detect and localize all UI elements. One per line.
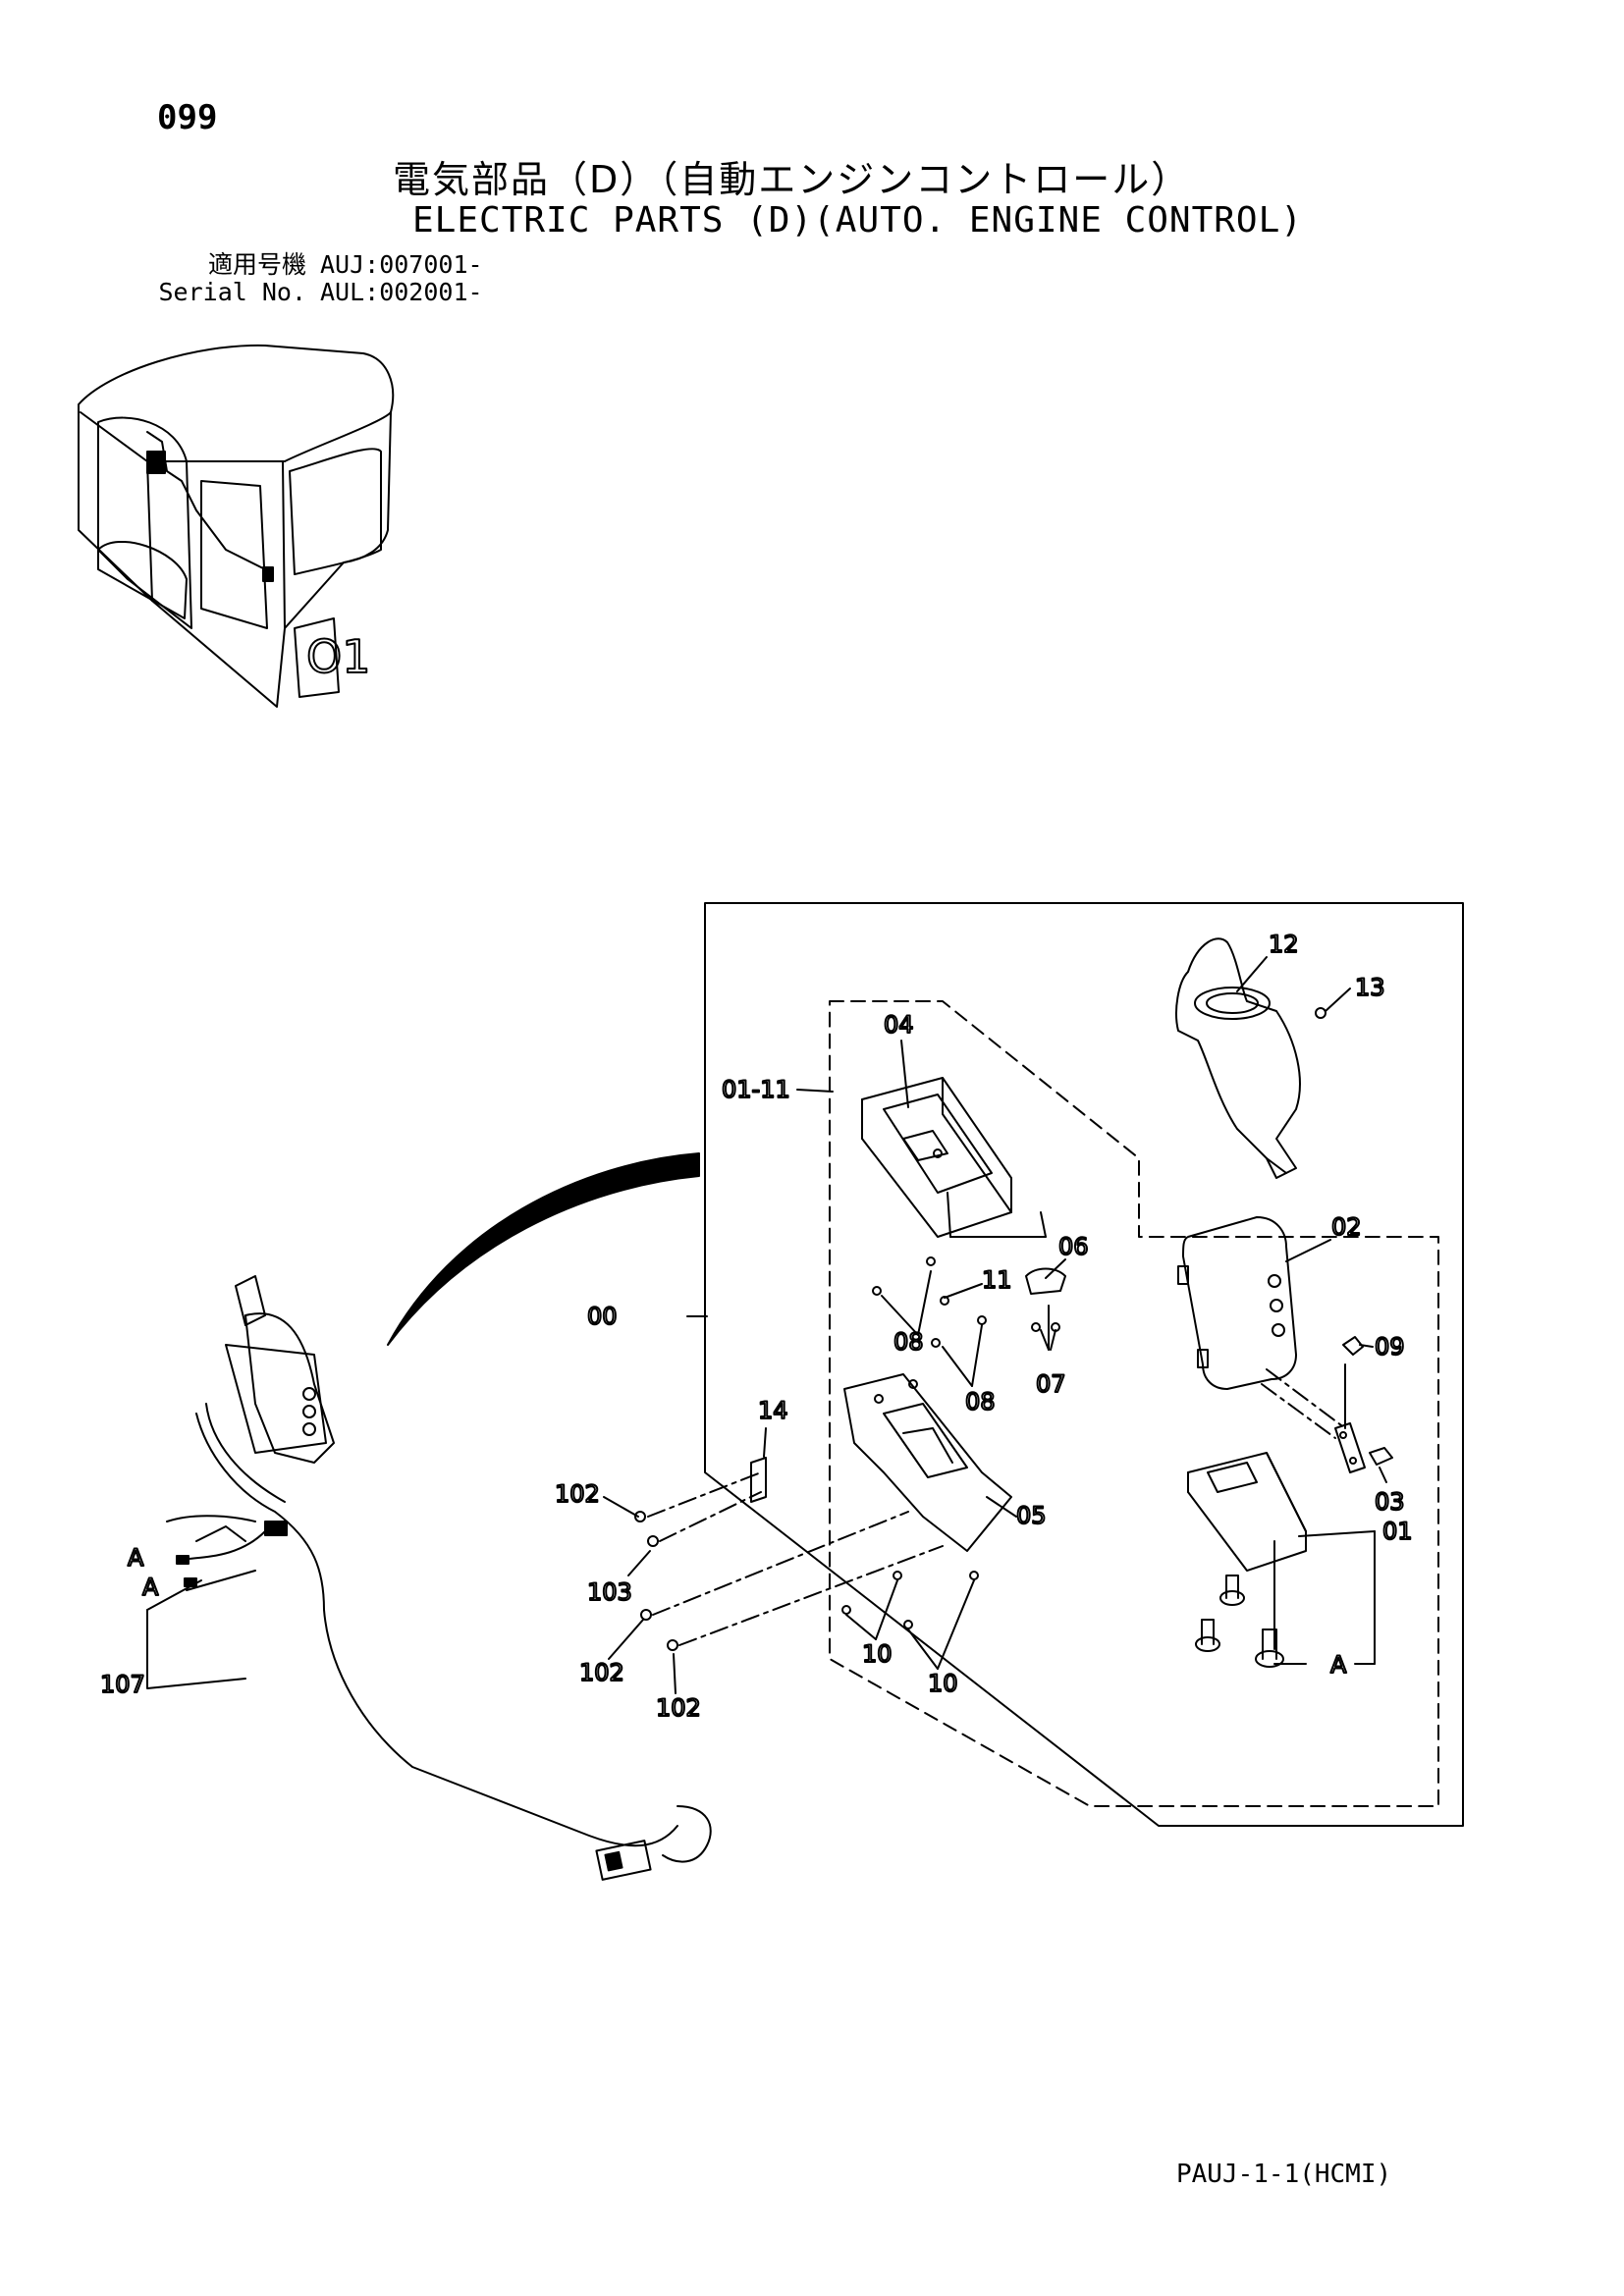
serial-value-jp: AUJ:007001-: [320, 250, 483, 279]
assembly-boundary: [829, 1000, 1439, 1807]
callout-10-right: 10: [928, 1670, 958, 1697]
callout-A-knob: A: [1330, 1651, 1347, 1679]
callout-14: 14: [758, 1397, 788, 1424]
serial-label-en: Serial No.: [158, 278, 306, 306]
part-05-bracket: [843, 1373, 1012, 1552]
callout-04: 04: [884, 1011, 914, 1039]
part-13-screw: [1315, 1007, 1326, 1019]
small-screws: [634, 1256, 1060, 1651]
detail-frame: [704, 902, 1464, 1827]
callout-01: 01: [1382, 1518, 1413, 1545]
leader-lines: [603, 956, 1387, 1694]
callout-A-lower: A: [142, 1574, 159, 1601]
callout-08-left: 08: [893, 1328, 924, 1356]
callout-02: 02: [1331, 1213, 1362, 1241]
cab-overview: O1: [78, 344, 395, 708]
callout-102-middle: 102: [579, 1659, 624, 1686]
callout-08-right: 08: [965, 1388, 996, 1415]
part-01-controller: [1187, 1452, 1307, 1572]
detail-pointer-arrow: [387, 1152, 700, 1346]
callout-01-11: 01-11: [722, 1076, 790, 1103]
part-02-panel: [1177, 1216, 1297, 1390]
callout-102-bottom: 102: [656, 1694, 701, 1722]
part-14-plate: [750, 1457, 767, 1503]
part-04-box: [861, 1077, 1012, 1238]
callout-03: 03: [1375, 1488, 1405, 1516]
callout-11: 11: [982, 1266, 1012, 1294]
part-06-clip: [1025, 1267, 1066, 1295]
callout-00: 00: [587, 1303, 618, 1330]
part-09-screw: [1342, 1336, 1364, 1356]
serial-applicability: 適用号機 AUJ:007001- Serial No. AUL:002001-: [157, 251, 483, 306]
callout-107: 107: [100, 1671, 145, 1698]
wiring-harness: [146, 1275, 712, 1881]
callout-12: 12: [1269, 931, 1299, 958]
serial-row-jp: 適用号機 AUJ:007001-: [157, 251, 483, 279]
part-12-handle-cover: [1175, 937, 1301, 1179]
callout-05: 05: [1016, 1502, 1047, 1529]
cab-marking: O1: [306, 630, 370, 683]
callout-10-left: 10: [862, 1640, 893, 1668]
callout-A-upper: A: [128, 1544, 144, 1572]
title-english: ELECTRIC PARTS (D)(AUTO. ENGINE CONTROL): [412, 200, 1303, 240]
alignment-lines: [647, 1368, 1346, 1646]
callout-06: 06: [1058, 1233, 1089, 1260]
callout-103: 103: [587, 1578, 632, 1606]
drawing-code: PAUJ-1-1(HCMI): [1176, 2160, 1392, 2189]
callout-09: 09: [1375, 1333, 1405, 1361]
knobs: [1195, 1575, 1284, 1668]
callout-07: 07: [1036, 1370, 1066, 1398]
page-number: 099: [157, 98, 218, 137]
serial-value-en: AUL:002001-: [320, 278, 483, 306]
serial-row-en: Serial No. AUL:002001-: [157, 278, 483, 306]
part-03-bracket: [1334, 1422, 1393, 1473]
callout-13: 13: [1355, 974, 1385, 1001]
serial-label-jp: 適用号機: [207, 250, 306, 279]
callout-102-top: 102: [555, 1480, 600, 1508]
title-japanese: 電気部品（D）（自動エンジンコントロール）: [393, 158, 1191, 201]
